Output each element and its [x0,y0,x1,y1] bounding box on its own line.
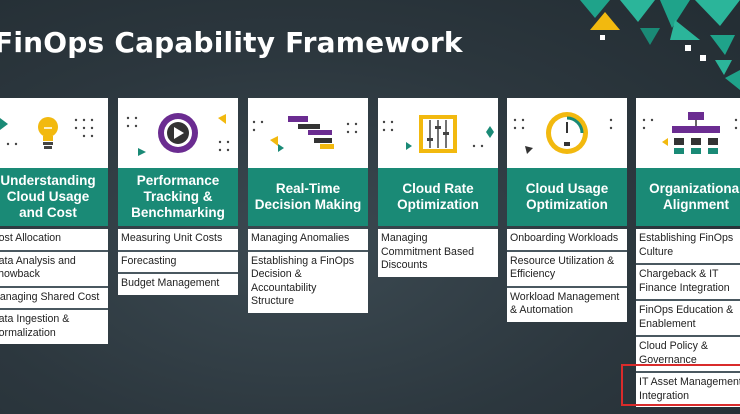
capability-list: Onboarding Workloads Resource Utilizatio… [507,229,627,322]
capability-list: Establishing FinOps Culture Chargeback &… [636,229,740,407]
capability-item: Onboarding Workloads [507,229,627,252]
capability-item: Establishing a FinOps Decision & Account… [251,254,355,308]
capability-column-usage: Cloud Usage Optimization Onboarding Work… [507,98,627,322]
capability-item: FinOps Education & Enablement [636,301,740,337]
capability-heading: Real-Time Decision Making [248,168,368,226]
decorative-triangle-pattern [580,0,740,90]
capability-card [507,98,627,168]
capability-item: Data Analysis and Showback [0,252,108,288]
capability-column-rate: Cloud Rate Optimization Managing Commitm… [378,98,498,277]
capability-heading: Understanding Cloud Usage and Cost [0,168,108,226]
capability-card [118,98,238,168]
capability-item: Budget Management [121,277,220,289]
capability-heading: Organizational Alignment [636,168,740,226]
capability-column-realtime: Real-Time Decision Making Managing Anoma… [248,98,368,313]
capability-list: Cost Allocation Data Analysis and Showba… [0,229,108,344]
capability-item: Chargeback & IT Finance Integration [636,265,740,301]
capability-item: Resource Utilization & Efficiency [507,252,627,288]
capability-item: Establishing FinOps Culture [636,229,740,265]
gauge-icon [513,112,613,154]
capability-item: Cloud Policy & Governance [636,337,740,373]
capability-column-organizational: Organizational Alignment Establishing Fi… [636,98,740,407]
capability-item: Managing Shared Cost [0,288,108,310]
capability-item: Cost Allocation [0,229,108,252]
capability-card [0,98,108,168]
capability-column-understanding: Understanding Cloud Usage and Cost Cost … [0,98,108,344]
capability-item: IT Asset Management Integration [639,376,740,402]
highlight-box [621,364,740,406]
org-chart-icon [642,112,738,154]
capability-heading: Cloud Usage Optimization [507,168,627,226]
capability-item: Data Ingestion & Normalization [0,313,70,339]
capability-list: Managing Commitment Based Discounts [378,229,498,277]
page-title: FinOps Capability Framework [0,26,463,59]
capability-heading: Performance Tracking & Benchmarking [118,168,238,226]
play-target-icon [126,113,230,156]
capability-item: Forecasting [118,252,238,274]
capability-item: Managing Commitment Based Discounts [381,232,475,271]
capability-item: Workload Management & Automation [510,290,620,317]
capability-card [248,98,368,168]
lightbulb-icon [0,117,94,149]
gantt-chart-icon [252,116,358,152]
sliders-icon [382,115,494,153]
capability-list: Managing Anomalies Establishing a FinOps… [248,229,368,313]
capability-item: Measuring Unit Costs [118,229,238,252]
capability-item: Managing Anomalies [248,229,368,252]
capability-card [378,98,498,168]
capability-heading: Cloud Rate Optimization [378,168,498,226]
capability-column-performance: Performance Tracking & Benchmarking Meas… [118,98,238,295]
capability-card [636,98,740,168]
capability-list: Measuring Unit Costs Forecasting Budget … [118,229,238,295]
